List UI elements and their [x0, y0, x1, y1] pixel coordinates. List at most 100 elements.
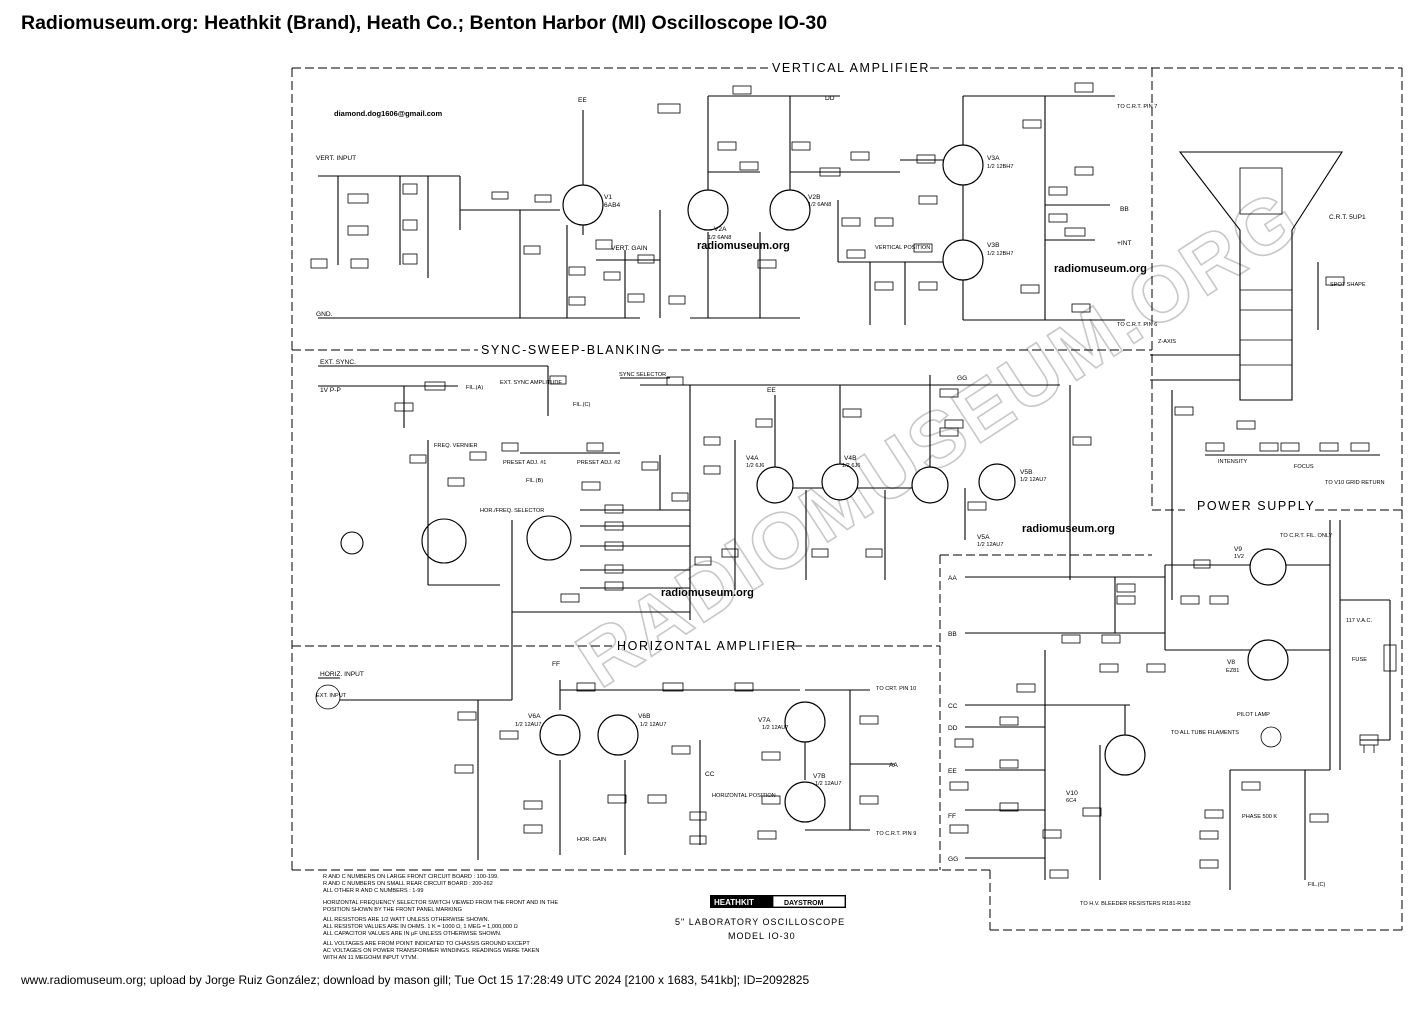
svg-text:V4B: V4B: [844, 455, 857, 462]
label-focus: FOCUS: [1294, 464, 1314, 470]
svg-text:V10: V10: [1066, 790, 1078, 797]
rail-aa-horizontal: AA: [889, 762, 898, 769]
label-ext-sync: EXT. SYNC.: [320, 359, 356, 366]
svg-text:6AB4: 6AB4: [604, 202, 620, 209]
label-fil-c-sync: FIL.(C): [573, 402, 591, 408]
svg-text:V3A: V3A: [987, 155, 1000, 162]
watermark-1: radiomuseum.org: [697, 240, 790, 252]
svg-text:DAYSTROM: DAYSTROM: [784, 900, 824, 907]
email-label: diamond.dog1606@gmail.com: [334, 109, 442, 118]
label-to-all-tube-filaments: TO ALL TUBE FILAMENTS: [1171, 730, 1239, 736]
label-to-crt-pin10: TO CRT. PIN 10: [876, 686, 916, 692]
svg-text:AC VOLTAGES ON POWER TRANSFORM: AC VOLTAGES ON POWER TRANSFORMER WINDING…: [323, 948, 539, 954]
svg-text:V8: V8: [1227, 659, 1235, 666]
rail-ee-sync: EE: [767, 387, 776, 394]
label-vert-gain: VERT. GAIN: [611, 245, 648, 252]
label-to-crt-pin6: TO C.R.T. PIN 6: [1117, 322, 1157, 328]
label-hor-gain: HOR. GAIN: [577, 837, 606, 843]
svg-text:6C4: 6C4: [1066, 798, 1076, 804]
label-freq-vernier: FREQ. VERNIER: [434, 443, 478, 449]
tube-v3a: V3A 1/2 12BH7: [942, 144, 1013, 186]
label-fil-a-sync: FIL.(A): [466, 385, 483, 391]
svg-text:V6A: V6A: [528, 713, 541, 720]
pilot-lamp: PILOT LAMP: [1237, 712, 1282, 748]
label-hor-freq-selector: HOR./FREQ. SELECTOR: [480, 508, 544, 514]
rail-bb-power: BB: [948, 631, 957, 638]
rail-ee-power: EE: [948, 768, 957, 775]
svg-text:V3B: V3B: [987, 242, 1000, 249]
label-to-v10-grid-return: TO V10 GRID RETURN: [1325, 480, 1385, 486]
svg-text:ALL OTHER R AND C NUMBERS : 1-: ALL OTHER R AND C NUMBERS : 1-99: [323, 888, 424, 894]
svg-text:V5B: V5B: [1020, 469, 1033, 476]
svg-text:V7B: V7B: [813, 773, 826, 780]
crt-tube: C.R.T. 5UP1: [1150, 151, 1366, 401]
model-title: 5" LABORATORY OSCILLOSCOPE: [675, 917, 845, 927]
tube-v2b: V2B 1/2 6AN8: [769, 189, 831, 231]
tube-v6a: V6A 1/2 12AU7: [515, 713, 581, 756]
svg-text:R AND C NUMBERS ON SMALL REAR: R AND C NUMBERS ON SMALL REAR CIRCUIT BO…: [323, 881, 493, 887]
rail-gg-power: GG: [948, 856, 958, 863]
tube-v1: V1 6AB4: [562, 184, 620, 226]
watermark-3: radiomuseum.org: [1022, 523, 1115, 535]
tube-v7b: V7B 1/2 12AU7: [784, 773, 841, 823]
crt-controls-wiring: [1171, 262, 1380, 600]
tube-v7a: V7A 1/2 12AU7: [758, 701, 826, 743]
power-plug-icon: [1359, 734, 1379, 753]
svg-text:V2B: V2B: [808, 194, 821, 201]
rail-bb-vertical: BB: [1120, 206, 1129, 213]
svg-text:1/2 12BH7: 1/2 12BH7: [987, 251, 1013, 257]
label-fuse: FUSE: [1352, 657, 1367, 663]
tube-v3b: V3B 1/2 12BH7: [942, 239, 1013, 281]
rail-dd-vertical: DD: [825, 95, 835, 102]
label-z-axis: Z-AXIS: [1158, 339, 1176, 345]
label-vert-input: VERT. INPUT: [316, 155, 356, 162]
label-gnd: GND.: [316, 311, 333, 318]
rail-aa-power: AA: [948, 575, 957, 582]
svg-text:1/2 12AU7: 1/2 12AU7: [1020, 477, 1046, 483]
svg-text:1/2 12AU7: 1/2 12AU7: [815, 781, 841, 787]
svg-text:1/2 6J6: 1/2 6J6: [746, 463, 764, 469]
label-spot-shape: SPOT SHAPE: [1330, 282, 1366, 288]
svg-text:1/2 12AU7: 1/2 12AU7: [762, 725, 788, 731]
section-title-power: POWER SUPPLY: [1197, 499, 1315, 513]
svg-text:1/2 6AN8: 1/2 6AN8: [708, 235, 731, 241]
label-to-crt-fil-only: TO C.R.T. FIL. ONLY: [1280, 533, 1333, 539]
label-to-crt-pin7: TO C.R.T. PIN 7: [1117, 104, 1157, 110]
svg-text:V5A: V5A: [977, 534, 990, 541]
svg-text:1/2 12BH7: 1/2 12BH7: [987, 164, 1013, 170]
tube-v4a: V4A 1/2 6J6: [746, 455, 794, 504]
svg-text:V4A: V4A: [746, 455, 759, 462]
section-title-horizontal: HORIZONTAL AMPLIFIER: [617, 639, 797, 653]
sync-sweep-wiring: [318, 365, 1092, 700]
tube-v5b: V5B 1/2 12AU7: [978, 463, 1046, 501]
tube-v5a: V5A 1/2 12AU7: [911, 466, 1003, 548]
page-title: Radiomuseum.org: Heathkit (Brand), Heath…: [21, 12, 828, 34]
svg-text:1/2 12AU7: 1/2 12AU7: [977, 542, 1003, 548]
model-number: MODEL IO-30: [728, 931, 796, 941]
svg-text:EZ81: EZ81: [1226, 668, 1239, 674]
tube-v10: V10 6C4: [1066, 734, 1146, 804]
svg-text:1/2 12AU7: 1/2 12AU7: [515, 722, 541, 728]
svg-text:HORIZONTAL FREQUENCY SELECTOR: HORIZONTAL FREQUENCY SELECTOR SWITCH VIE…: [323, 900, 558, 906]
svg-text:V1: V1: [604, 194, 612, 201]
label-ext-sync-amplitude: EXT. SYNC AMPLITUDE: [500, 380, 562, 386]
svg-text:C.R.T. 5UP1: C.R.T. 5UP1: [1329, 214, 1366, 221]
svg-text:V6B: V6B: [638, 713, 651, 720]
svg-text:1V2: 1V2: [1234, 554, 1244, 560]
section-title-vertical: VERTICAL AMPLIFIER: [772, 61, 930, 75]
label-horiz-input: HORIZ. INPUT: [320, 671, 364, 678]
label-fil-b: FIL.(B): [526, 478, 543, 484]
svg-text:V7A: V7A: [758, 717, 771, 724]
tube-v4b: V4B 1/2 6J6: [821, 455, 860, 501]
tube-v9: V9 1V2: [1234, 546, 1287, 586]
label-horizontal-position: HORIZONTAL POSITION: [712, 793, 776, 799]
label-to-crt-pin9: TO C.R.T. PIN 9: [876, 831, 916, 837]
label-to-hv-bleeder: TO H.V. BLEEDER RESISTERS R181-R182: [1080, 901, 1191, 907]
big-watermark: RADIOMUSEUM.ORG: [561, 172, 1315, 705]
label-intensity: INTENSITY: [1218, 459, 1247, 465]
label-phase: PHASE 500 K: [1242, 814, 1277, 820]
rail-gg-sync: GG: [957, 375, 967, 382]
rail-dd-power: DD: [948, 725, 958, 732]
svg-text:POSITION SHOWN BY THE FRONT PA: POSITION SHOWN BY THE FRONT PANEL MARKIN…: [323, 907, 462, 913]
watermark-4: radiomuseum.org: [661, 587, 754, 599]
